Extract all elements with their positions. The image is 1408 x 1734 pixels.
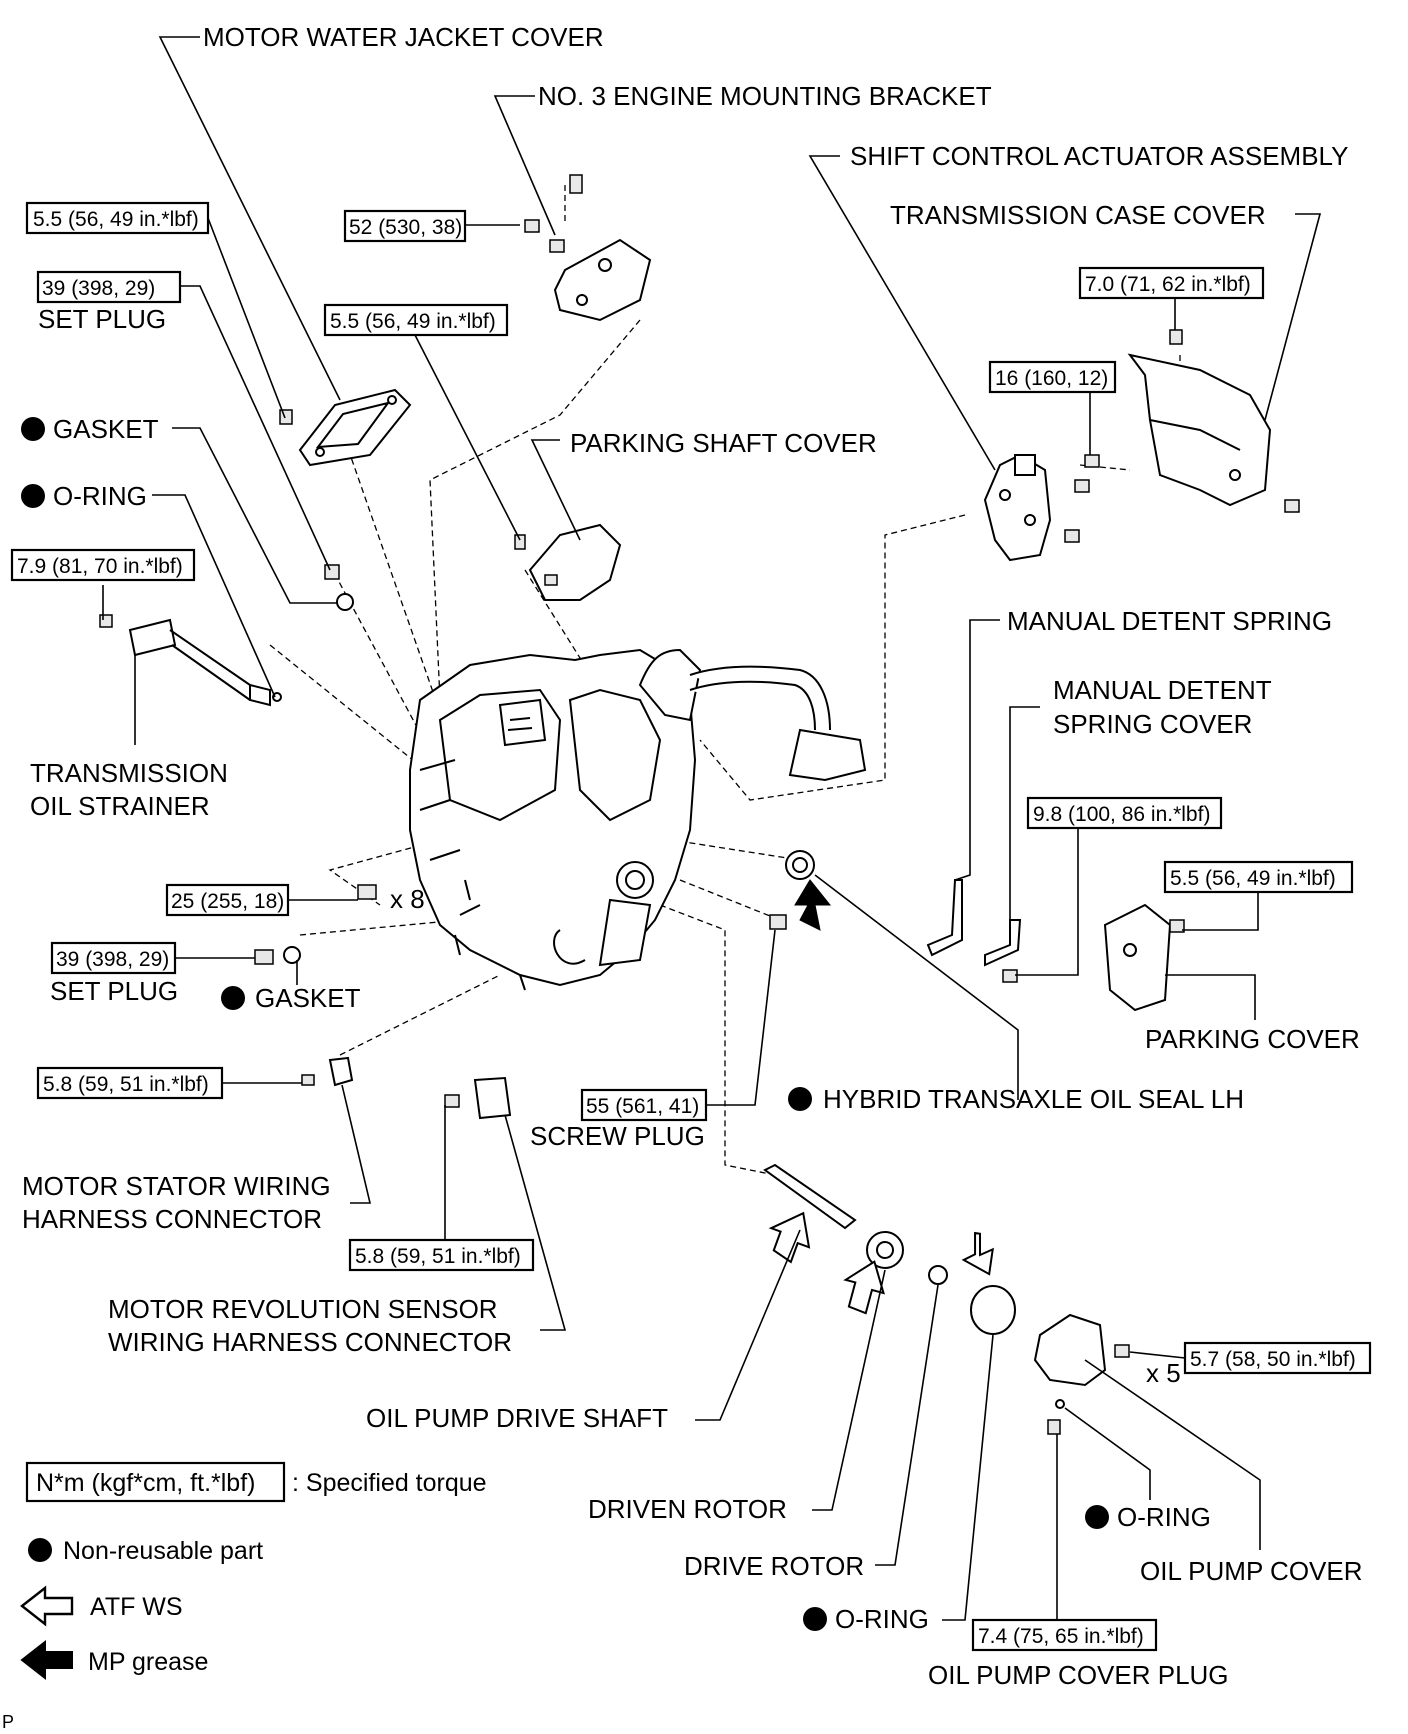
label-motor-water-jacket-cover: MOTOR WATER JACKET COVER [203, 22, 604, 52]
torque-case-bolts: 25 (255, 18) [171, 890, 284, 913]
label-gasket-lower: GASKET [255, 983, 361, 1013]
torque-oil-pump-cover-plug: 7.4 (75, 65 in.*lbf) [978, 1625, 1144, 1648]
parking-shaft-cover-part [514, 523, 622, 601]
label-manual-detent-spring-cover-1: MANUAL DETENT [1053, 675, 1272, 705]
part-labels: MOTOR WATER JACKET COVER NO. 3 ENGINE MO… [2, 22, 1363, 1732]
label-drive-rotor: DRIVE ROTOR [684, 1551, 864, 1581]
non-reusable-dot [1085, 1505, 1109, 1529]
torque-mount-bracket: 52 (530, 38) [349, 216, 462, 239]
label-transmission-case-cover: TRANSMISSION CASE COVER [890, 200, 1266, 230]
label-motor-stator-1: MOTOR STATOR WIRING [22, 1171, 331, 1201]
non-reusable-markers [21, 417, 1109, 1631]
fasteners-right [769, 850, 1185, 1012]
label-manual-detent-spring-cover-2: SPRING COVER [1053, 709, 1252, 739]
oil-pump-parts [763, 1163, 1130, 1435]
torque-set-plug-upper: 39 (398, 29) [42, 277, 155, 300]
torque-oil-strainer: 7.9 (81, 70 in.*lbf) [17, 555, 183, 578]
transaxle-case [409, 648, 867, 991]
torque-parking-shaft-cover: 5.5 (56, 49 in.*lbf) [330, 310, 496, 333]
torque-case-cover: 7.0 (71, 62 in.*lbf) [1085, 273, 1251, 296]
label-oil-seal-lh: HYBRID TRANSAXLE OIL SEAL LH [823, 1084, 1244, 1114]
torque-boxes: 5.5 (56, 49 in.*lbf) 52 (530, 38) 39 (39… [10, 201, 1372, 1652]
engine-mounting-bracket-part [524, 174, 652, 322]
label-rev-sensor-2: WIRING HARNESS CONNECTOR [108, 1327, 512, 1357]
legend-non-reusable-dot [28, 1538, 52, 1562]
label-driven-rotor: DRIVEN ROTOR [588, 1494, 787, 1524]
label-motor-stator-2: HARNESS CONNECTOR [22, 1204, 322, 1234]
non-reusable-dot [21, 484, 45, 508]
leader-lines [102, 36, 1322, 1621]
label-parking-shaft-cover: PARKING SHAFT COVER [570, 428, 877, 458]
legend-torque-unit: N*m (kgf*cm, ft.*lbf) [36, 1469, 255, 1497]
label-o-ring-right: O-RING [1117, 1502, 1211, 1532]
label-oil-pump-cover-plug: OIL PUMP COVER PLUG [928, 1660, 1229, 1690]
torque-screw-plug: 55 (561, 41) [586, 1095, 699, 1118]
oil-strainer-part [99, 614, 282, 707]
label-shift-control-actuator: SHIFT CONTROL ACTUATOR ASSEMBLY [850, 141, 1348, 171]
legend-non-reusable: Non-reusable part [63, 1537, 263, 1565]
atf-ws-arrows [768, 1211, 994, 1315]
torque-stator-connector: 5.8 (59, 51 in.*lbf) [43, 1073, 209, 1096]
water-jacket-cover-part [298, 388, 412, 467]
label-corner-p: P [2, 1712, 14, 1732]
mp-grease-arrow-on-part [794, 879, 832, 931]
shift-actuator-part [983, 453, 1090, 562]
label-set-plug-lower: SET PLUG [50, 976, 178, 1006]
legend-mp-grease-arrow-icon [20, 1639, 73, 1681]
non-reusable-dot [21, 417, 45, 441]
label-set-plug-upper: SET PLUG [38, 304, 166, 334]
label-bolt-count-5: x 5 [1146, 1358, 1181, 1388]
non-reusable-dot [221, 986, 245, 1010]
label-oil-strainer-1: TRANSMISSION [30, 758, 228, 788]
label-rev-sensor-1: MOTOR REVOLUTION SENSOR [108, 1294, 498, 1324]
legend-atf-ws: ATF WS [90, 1593, 183, 1621]
label-oil-pump-cover: OIL PUMP COVER [1140, 1556, 1363, 1586]
label-o-ring-upper: O-RING [53, 481, 147, 511]
legend-mp-grease: MP grease [88, 1648, 208, 1676]
torque-water-jacket: 5.5 (56, 49 in.*lbf) [33, 208, 199, 231]
label-screw-plug: SCREW PLUG [530, 1121, 705, 1151]
assembly-dashed-lines [269, 185, 1181, 1176]
torque-detent-spring-cover: 9.8 (100, 86 in.*lbf) [1033, 803, 1210, 826]
label-parking-cover: PARKING COVER [1145, 1024, 1360, 1054]
non-reusable-dot [788, 1087, 812, 1111]
label-oil-pump-drive-shaft: OIL PUMP DRIVE SHAFT [366, 1403, 668, 1433]
transmission-case-cover-part [1084, 329, 1300, 513]
torque-parking-cover: 5.5 (56, 49 in.*lbf) [1170, 867, 1336, 890]
label-oil-strainer-2: OIL STRAINER [30, 791, 210, 821]
legend-torque-desc: : Specified torque [292, 1469, 487, 1497]
label-gasket-upper: GASKET [53, 414, 159, 444]
torque-oil-pump-cover: 5.7 (58, 50 in.*lbf) [1190, 1348, 1356, 1371]
label-engine-mounting-bracket: NO. 3 ENGINE MOUNTING BRACKET [538, 81, 992, 111]
label-o-ring-lower: O-RING [835, 1604, 929, 1634]
legend: N*m (kgf*cm, ft.*lbf) : Specified torque… [20, 1461, 487, 1681]
torque-set-plug-lower: 39 (398, 29) [56, 948, 169, 971]
non-reusable-dot [803, 1607, 827, 1631]
label-manual-detent-spring: MANUAL DETENT SPRING [1007, 606, 1332, 636]
legend-atf-ws-arrow-icon [20, 1585, 74, 1627]
torque-shift-actuator: 16 (160, 12) [995, 367, 1108, 390]
label-bolt-count-8: x 8 [390, 884, 425, 914]
torque-rev-sensor: 5.8 (59, 51 in.*lbf) [355, 1245, 521, 1268]
